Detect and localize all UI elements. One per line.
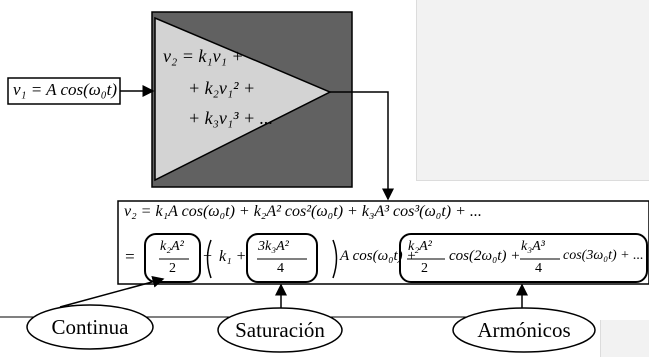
harmonic2-numerator: k₂A² [408,239,432,254]
input-box [7,77,121,105]
fundamental-term: A cos(ω₀t) + [340,248,417,264]
k1-term: k₁ + [219,248,247,265]
saturation-term-numerator: 3k₃A² [258,239,289,254]
harmonic2-denominator: 2 [421,261,428,276]
harmonic3-tail: cos(3ω₀t) + ... [563,248,644,263]
plus-sign: + [202,248,213,265]
continua-label: Continua [51,315,129,339]
continua-ellipse [26,304,154,350]
dc-term-denominator: 2 [169,261,176,276]
background-pane [416,0,649,181]
amplifier-triangle [154,16,332,182]
amp-eq-line2: + k₂v₁² + [188,78,256,98]
saturation-term-denominator: 4 [277,261,284,276]
saturation-term-highlight [246,233,318,283]
expansion-box [117,200,649,285]
armonicos-ellipse [452,307,596,353]
expansion-line1: v₂ = k₁A cos(ω₀t) + k₂A² cos²(ω₀t) + k₃A… [124,203,482,220]
dc-term-highlight [144,233,201,283]
saturacion-label: Saturación [235,318,325,342]
right-big-paren [332,239,338,279]
saturacion-ellipse [217,307,343,353]
armonicos-label: Armónicos [477,318,571,342]
harmonics-term-highlight [399,233,648,283]
harmonic3-numerator: k₃A³ [521,239,545,254]
amp-eq-line1: v₂ = k₁v₁ + [163,46,244,66]
left-big-paren [206,239,212,279]
harmonic2-tail: cos(2ω₀t) + [449,248,521,264]
output-path [330,91,394,201]
equals-sign: = [124,247,136,266]
dc-term-numerator: k₂A² [160,239,184,254]
input-equation: v₁ = A cos(ω₀t) [13,80,118,99]
harmonic3-denominator: 4 [535,261,542,276]
amp-eq-line3: + k₃v₁³ + ... [188,108,274,128]
continua-connector [59,275,165,308]
background-pane-corner [600,320,649,357]
